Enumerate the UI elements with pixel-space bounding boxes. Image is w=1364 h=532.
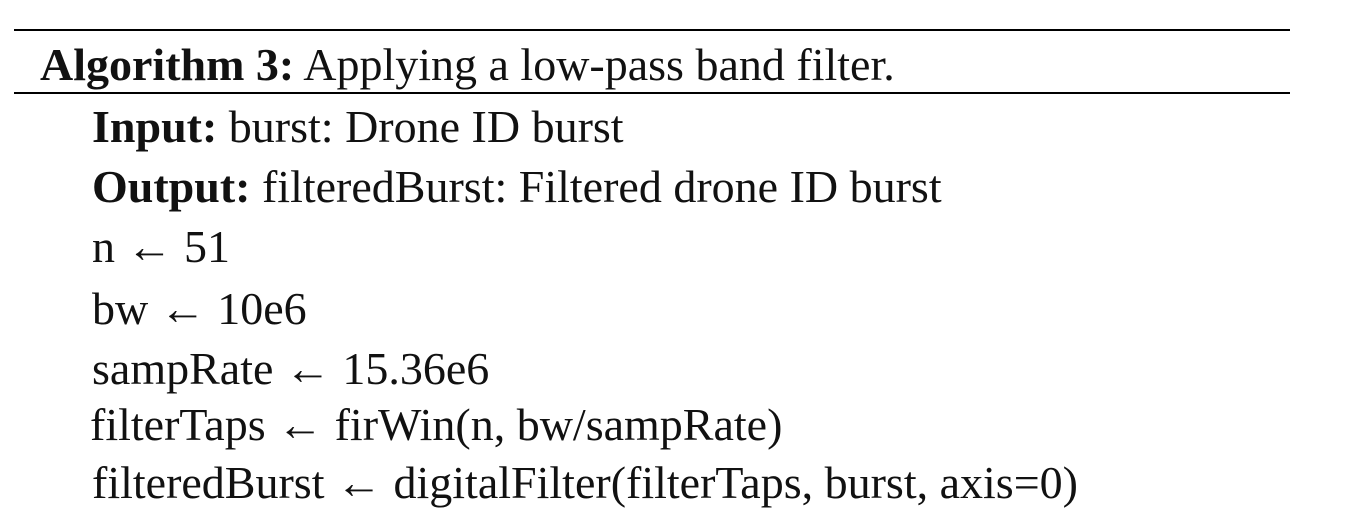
- step-line: filterTaps ← firWin(n, bw/sampRate): [90, 399, 783, 450]
- output-line: Output: filteredBurst: Filtered drone ID…: [92, 160, 942, 214]
- algorithm-label: Algorithm 3:: [40, 39, 295, 90]
- algorithm-title: Applying a low-pass band filter.: [303, 39, 895, 90]
- input-description: burst: Drone ID burst: [228, 101, 624, 152]
- output-description: filteredBurst: Filtered drone ID burst: [261, 161, 942, 212]
- input-keyword: Input:: [92, 101, 218, 152]
- step-line: n ← 51: [92, 221, 230, 272]
- algorithm-caption: Algorithm 3: Applying a low-pass band fi…: [40, 38, 895, 92]
- caption-rule: [14, 92, 1290, 94]
- step-line: bw ← 10e6: [92, 283, 307, 334]
- top-rule: [14, 29, 1290, 31]
- input-line: Input: burst: Drone ID burst: [92, 100, 624, 154]
- output-keyword: Output:: [92, 161, 251, 212]
- step-line: filteredBurst ← digitalFilter(filterTaps…: [92, 457, 1078, 508]
- step-line: sampRate ← 15.36e6: [92, 343, 490, 394]
